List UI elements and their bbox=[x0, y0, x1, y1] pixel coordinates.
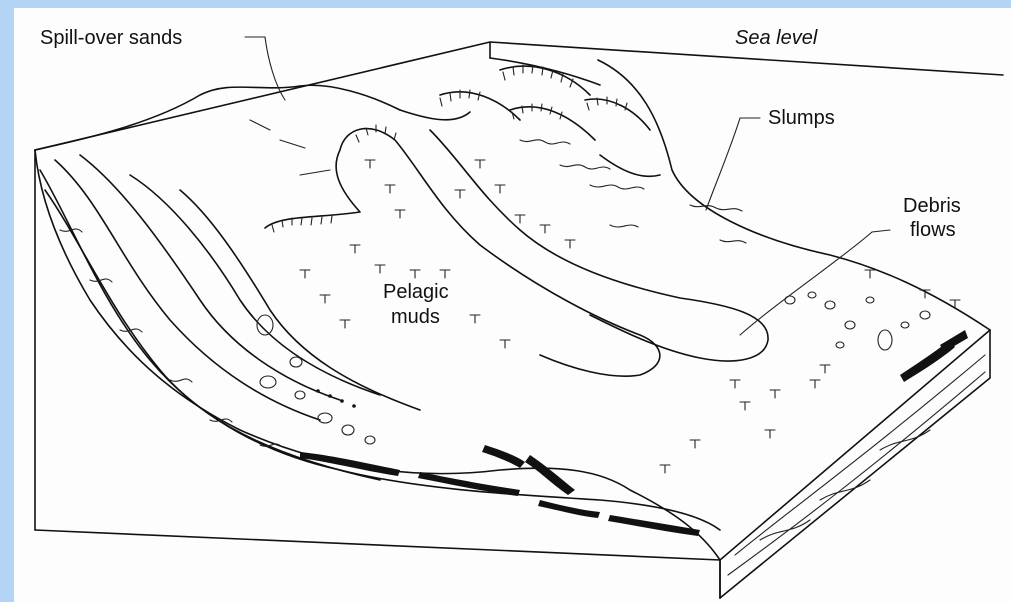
slump-scarps bbox=[272, 65, 627, 232]
right-section-strata bbox=[728, 355, 985, 575]
block-front-face bbox=[35, 330, 990, 598]
label-pelagic: Pelagic bbox=[383, 281, 449, 303]
label-muds: muds bbox=[391, 306, 440, 328]
slope-squiggles bbox=[250, 120, 746, 243]
debris-flow-lenses bbox=[300, 330, 968, 536]
fan-lobes bbox=[265, 66, 768, 376]
label-flows: flows bbox=[910, 219, 956, 241]
label-sea-level: Sea level bbox=[735, 27, 818, 49]
debris-clasts bbox=[785, 292, 930, 350]
label-slumps: Slumps bbox=[768, 107, 835, 129]
sea-level-plane bbox=[35, 42, 1003, 530]
label-debris: Debris bbox=[903, 195, 961, 217]
cross-section-strata bbox=[40, 155, 720, 530]
label-spill-over-sands: Spill-over sands bbox=[40, 27, 182, 49]
